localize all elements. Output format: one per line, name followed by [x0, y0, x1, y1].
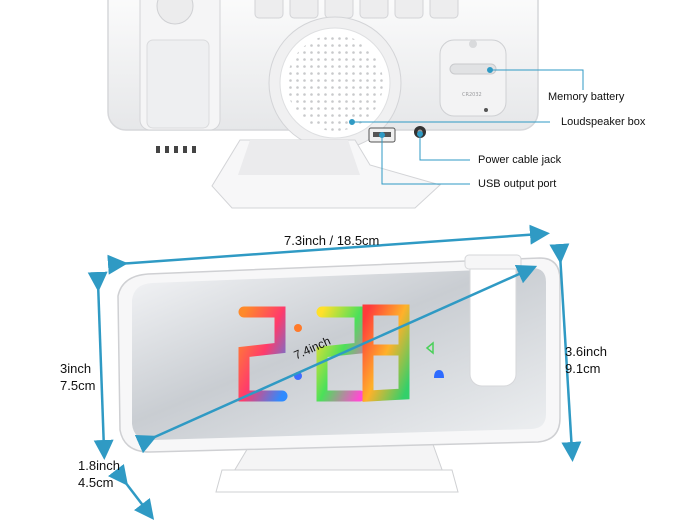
depth-inch: 1.8inch	[78, 458, 120, 473]
clock-front-view	[117, 254, 561, 493]
height-right-cm: 9.1cm	[565, 361, 601, 376]
width-label: 7.3inch / 18.5cm	[284, 233, 380, 248]
height-right-inch: 3.6inch	[565, 344, 607, 359]
height-left-label: 3inch 7.5cm	[60, 360, 95, 394]
battery-marking: CR2032	[462, 92, 482, 98]
power-cable-jack-label: Power cable jack	[478, 154, 562, 166]
height-left-inch: 3inch	[60, 361, 92, 376]
depth-label: 1.8inch 4.5cm	[78, 457, 120, 491]
callout-lines	[349, 67, 584, 185]
height-left-cm: 7.5cm	[60, 378, 96, 393]
memory-battery-label: Memory battery	[548, 91, 625, 103]
usb-output-port-label: USB output port	[478, 178, 557, 190]
clock-back-view	[107, 0, 539, 209]
height-right-label: 3.6inch 9.1cm	[565, 343, 607, 377]
loudspeaker-box-label: Loudspeaker box	[561, 116, 646, 128]
depth-cm: 4.5cm	[78, 475, 114, 490]
dimension-arrows	[87, 224, 582, 520]
